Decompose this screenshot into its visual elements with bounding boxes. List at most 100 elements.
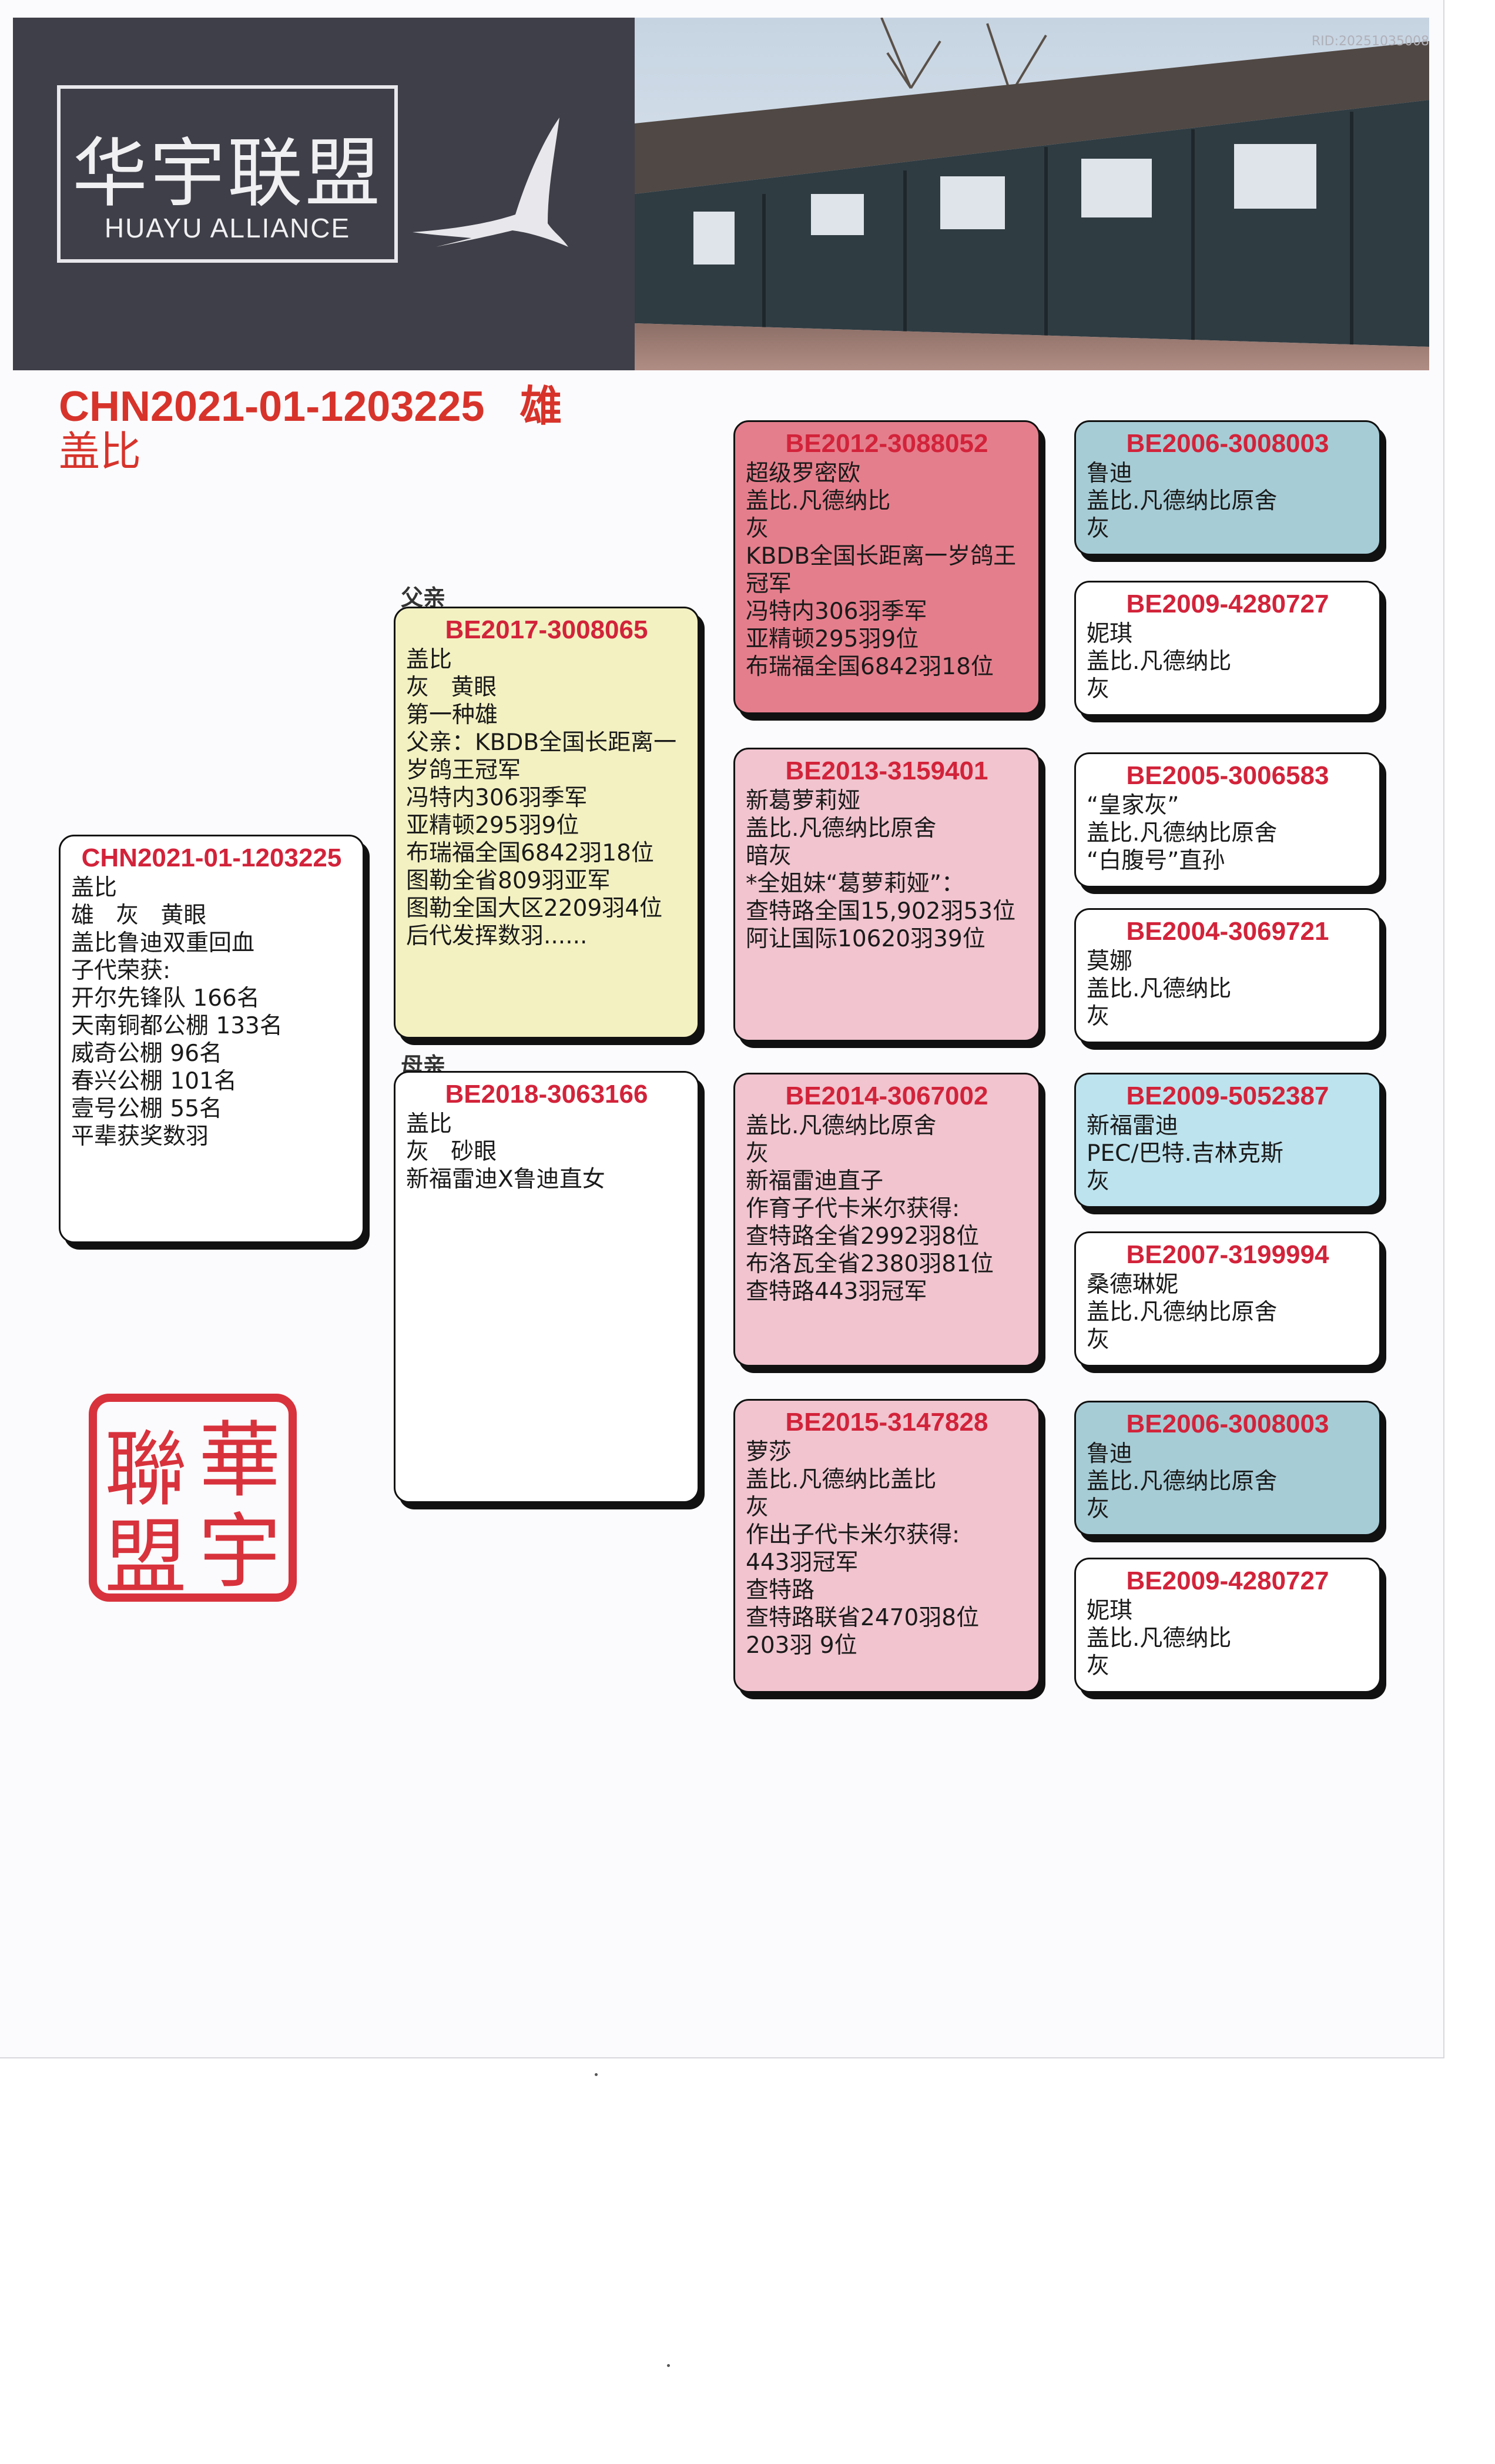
pedigree-line: 灰 bbox=[746, 1140, 769, 1167]
seal-char-2: 聯 bbox=[105, 1422, 187, 1518]
pedigree-line: 布瑞福全国6842羽18位 bbox=[746, 654, 994, 680]
pedigree-line: 查特路全省2992羽8位 bbox=[746, 1223, 980, 1250]
ring-number: CHN2021-01-1203225 bbox=[81, 843, 342, 872]
pedigree-line: 盖比 bbox=[406, 647, 452, 673]
header-banner: 华宇联盟 HUAYU ALLIANCE bbox=[13, 18, 1429, 370]
pedigree-line: 203羽 9位 bbox=[746, 1632, 857, 1659]
ring-number: BE2013-3159401 bbox=[785, 756, 988, 785]
pedigree-line: 盖比.凡德纳比原舍 bbox=[746, 1113, 937, 1139]
pedigree-line: 布洛瓦全省2380羽81位 bbox=[746, 1251, 994, 1277]
pedigree-line: 布瑞福全国6842羽18位 bbox=[406, 840, 654, 866]
sire-label: 父亲 bbox=[401, 585, 446, 611]
pedigree-line: 平辈获奖数羽 bbox=[71, 1123, 209, 1150]
pedigree-line: 后代发挥数羽...... bbox=[406, 923, 588, 949]
pedigree-line: 灰 黄眼 bbox=[406, 674, 497, 701]
pedigree-line: 壹号公棚 55名 bbox=[71, 1096, 223, 1122]
pedigree-line: 桑德琳妮 bbox=[1087, 1271, 1179, 1298]
ring-number: BE2009-4280727 bbox=[1126, 1566, 1329, 1595]
pedigree-line: 春兴公棚 101名 bbox=[71, 1068, 237, 1094]
pedigree-line: KBDB全国长距离一岁鸽王 bbox=[746, 543, 1017, 570]
pedigree-line: 莫娜 bbox=[1087, 948, 1133, 975]
seal-char-3: 宇 bbox=[199, 1504, 281, 1600]
pedigree-line: 妮琪 bbox=[1087, 621, 1133, 647]
pedigree-line: 新福雷迪直子 bbox=[746, 1168, 884, 1194]
pedigree-line: 天南铜都公棚 133名 bbox=[71, 1013, 283, 1039]
pedigree-line: 妮琪 bbox=[1087, 1598, 1133, 1624]
subject-strain: 盖比 bbox=[59, 427, 141, 476]
pedigree-line: 盖比.凡德纳比 bbox=[746, 488, 891, 514]
seal-char-1: 華 bbox=[199, 1413, 281, 1509]
pedigree-line: 冯特内306羽季军 bbox=[406, 785, 588, 811]
ring-number: BE2006-3008003 bbox=[1126, 1410, 1329, 1438]
ring-number: BE2005-3006583 bbox=[1126, 761, 1329, 790]
pedigree-line: 冯特内306羽季军 bbox=[746, 598, 927, 625]
pedigree-line: 灰 bbox=[746, 515, 769, 542]
pedigree-line: 盖比.凡德纳比原舍 bbox=[1087, 488, 1278, 514]
pedigree-line: 盖比 bbox=[406, 1111, 452, 1137]
pedigree-line: 盖比.凡德纳比原舍 bbox=[1087, 1299, 1278, 1325]
ring-number: BE2006-3008003 bbox=[1126, 429, 1329, 458]
pedigree-line: 萝莎 bbox=[746, 1439, 792, 1465]
pedigree-sheet: 华宇联盟 HUAYU ALLIANCE bbox=[0, 0, 1444, 2058]
scan-speck bbox=[595, 2073, 598, 2076]
subject-title: CHN2021-01-1203225 雄 bbox=[59, 383, 562, 430]
pedigree-line: 盖比.凡德纳比 bbox=[1087, 976, 1232, 1002]
pedigree-line: 查特路 bbox=[746, 1577, 815, 1603]
pedigree-line: 灰 bbox=[1087, 1496, 1110, 1522]
pedigree-line: 灰 bbox=[1087, 515, 1110, 542]
dam-sire-card: BE2014-3067002 盖比.凡德纳比原舍灰新福雷迪直子作育子代卡米尔获得:… bbox=[733, 1073, 1040, 1367]
ring-number: BE2015-3147828 bbox=[785, 1408, 988, 1437]
pedigree-line: 作出子代卡米尔获得: bbox=[746, 1522, 960, 1548]
ring-number: BE2014-3067002 bbox=[785, 1082, 988, 1110]
pedigree-line: 鲁迪 bbox=[1087, 460, 1133, 487]
pedigree-line: PEC/巴特.吉林克斯 bbox=[1087, 1140, 1283, 1167]
pedigree-line: 灰 bbox=[1087, 1327, 1110, 1353]
ring-number: BE2009-5052387 bbox=[1126, 1082, 1329, 1110]
scan-speck bbox=[667, 2364, 670, 2367]
sds-card: BE2005-3006583“皇家灰”盖比.凡德纳比原舍“白腹号”直孙 bbox=[1074, 752, 1381, 888]
pedigree-line: 阿让国际10620羽39位 bbox=[746, 926, 986, 952]
pedigree-line: 443羽冠军 bbox=[746, 1549, 859, 1576]
pedigree-line: 子代荣获: bbox=[71, 958, 171, 984]
pedigree-line: 暗灰 bbox=[746, 843, 792, 869]
ring-number: BE2018-3063166 bbox=[445, 1080, 648, 1109]
pedigree-line: 灰 砂眼 bbox=[406, 1139, 497, 1165]
pedigree-line: 鲁迪 bbox=[1087, 1441, 1133, 1467]
pedigree-line: 盖比.凡德纳比原舍 bbox=[1087, 820, 1278, 846]
bird-logo-icon bbox=[413, 118, 568, 247]
ring-number: BE2012-3088052 bbox=[785, 429, 988, 458]
pedigree-line: 第一种雄 bbox=[406, 702, 498, 728]
record-id: RID:20251035008 bbox=[1311, 34, 1429, 49]
dds-card: BE2006-3008003 鲁迪盖比.凡德纳比原舍灰 bbox=[1074, 1401, 1381, 1536]
seal-char-4: 盟 bbox=[105, 1510, 187, 1603]
pedigree-line: 查特路联省2470羽8位 bbox=[746, 1605, 980, 1631]
pedigree-line: “白腹号”直孙 bbox=[1087, 848, 1225, 874]
loft-photo bbox=[635, 18, 1429, 370]
pedigree-line: 冠军 bbox=[746, 571, 792, 597]
ring-number: BE2009-4280727 bbox=[1126, 590, 1329, 618]
pedigree-line: 灰 bbox=[1087, 1653, 1110, 1679]
pedigree-line: “皇家灰” bbox=[1087, 792, 1179, 819]
pedigree-line: 灰 bbox=[746, 1494, 769, 1521]
pedigree-line: 盖比.凡德纳比原舍 bbox=[1087, 1468, 1278, 1495]
pedigree-line: 作育子代卡米尔获得: bbox=[746, 1196, 960, 1222]
pedigree-line: 岁鸽王冠军 bbox=[406, 757, 521, 784]
pedigree-line: 父亲：KBDB全国长距离一 bbox=[406, 729, 677, 756]
pedigree-line: 超级罗密欧 bbox=[746, 460, 861, 487]
logo-chinese: 华宇联盟 bbox=[72, 130, 383, 217]
pedigree-line: 灰 bbox=[1087, 1003, 1110, 1030]
pedigree-line: 亚精顿295羽9位 bbox=[746, 626, 919, 652]
pedigree-line: 灰 bbox=[1087, 676, 1110, 702]
pedigree-line: 查特路443羽冠军 bbox=[746, 1278, 927, 1305]
pedigree-line: 查特路全国15,902羽53位 bbox=[746, 898, 1016, 925]
ring-number: BE2007-3199994 bbox=[1126, 1240, 1329, 1269]
